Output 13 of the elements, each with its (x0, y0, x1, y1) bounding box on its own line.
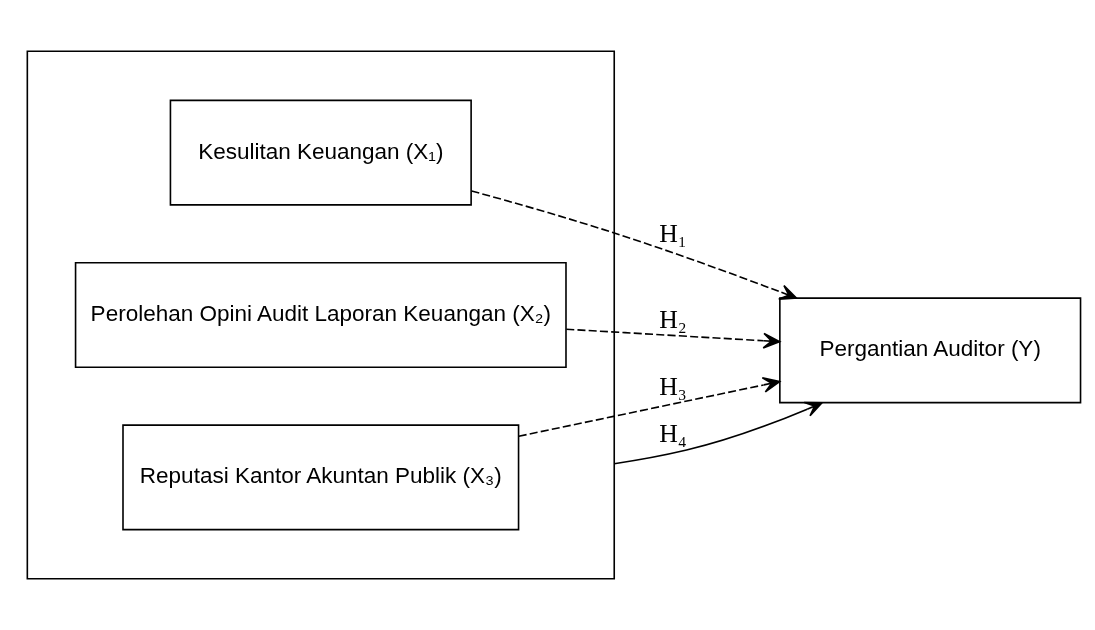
arrow (470, 190, 798, 300)
node-box: Pergantian Auditor (Y) (779, 297, 1082, 404)
edge-label: H₂ (659, 304, 687, 334)
edge-label: H₄ (659, 418, 687, 448)
node-box: Reputasi Kantor Akuntan Publik (X₃) (122, 424, 520, 531)
arrow (517, 377, 781, 438)
arrow (565, 328, 781, 349)
node-box: Kesulitan Keuangan (X₁) (169, 99, 472, 206)
node-box: Perolehan Opini Audit Laporan Keuangan (X₂) (74, 261, 567, 369)
arrow (613, 401, 823, 465)
edge-label: H₁ (659, 219, 687, 249)
edge-label: H₃ (659, 372, 687, 402)
cluster (26, 50, 616, 580)
